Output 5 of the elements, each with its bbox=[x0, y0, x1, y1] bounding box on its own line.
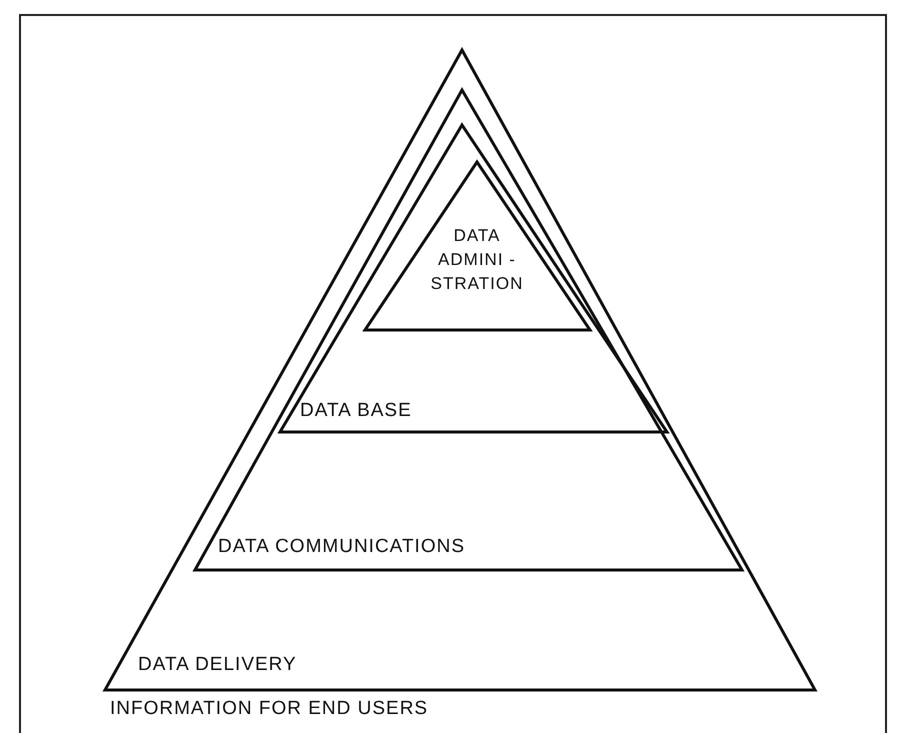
layer-label: DATA BASE bbox=[300, 399, 412, 423]
layer-label: DATA COMMUNICATIONS bbox=[218, 535, 465, 559]
layer-label: DATA DELIVERY bbox=[138, 653, 297, 677]
caption-text: INFORMATION FOR END USERS bbox=[110, 697, 428, 721]
layer-label: DATA ADMINI - STRATION bbox=[430, 225, 524, 295]
